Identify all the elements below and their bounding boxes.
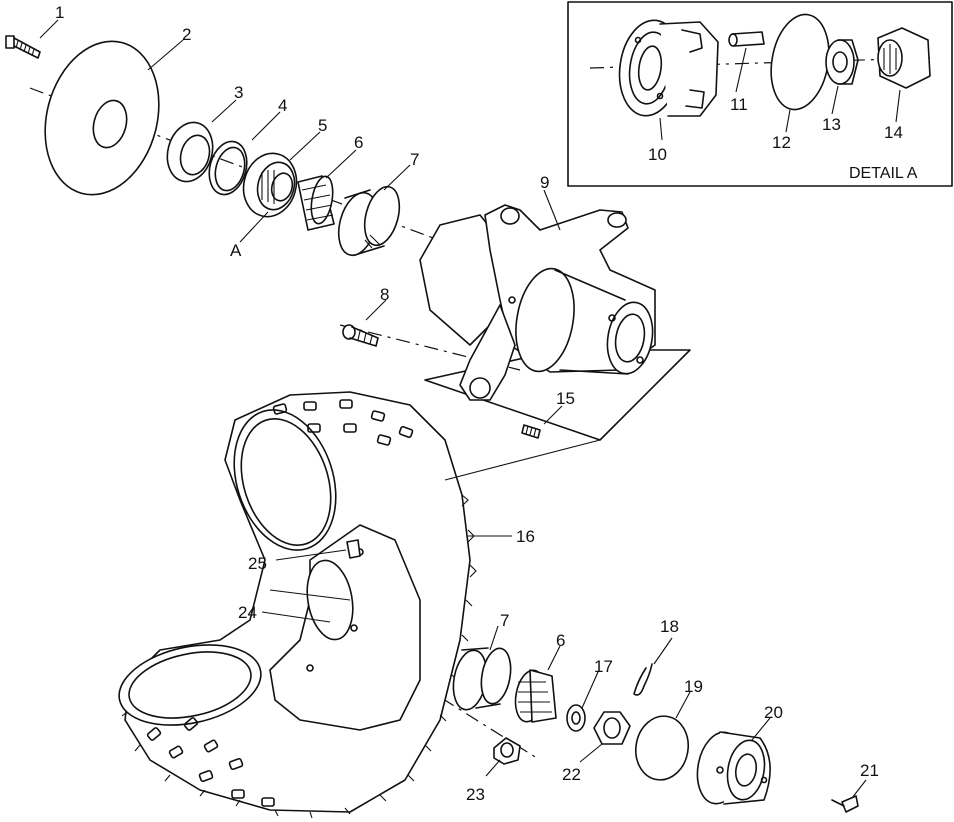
label-part-6-lower: 6: [556, 631, 565, 650]
part-15-grease-fitting: [521, 424, 541, 439]
part-25-valve-stem: [346, 539, 361, 559]
label-part-2: 2: [182, 25, 191, 44]
label-part-23: 23: [466, 785, 485, 804]
label-part-3: 3: [234, 83, 243, 102]
part-8-bolt: [342, 324, 379, 347]
label-part-18: 18: [660, 617, 679, 636]
label-part-17: 17: [594, 657, 613, 676]
part-16-tire: [118, 391, 477, 819]
label-part-16: 16: [516, 527, 535, 546]
label-part-4: 4: [278, 96, 287, 115]
part-labels: 1 2 3 4 5 6 7 A 9 8 15 16 25 24 7 6 17 1…: [55, 3, 903, 804]
label-part-21: 21: [860, 761, 879, 780]
part-6-lower-bearing: [514, 669, 557, 723]
part-11-pin: [728, 31, 765, 47]
part-22-castle-nut: [593, 711, 631, 745]
detail-a-title: DETAIL A: [849, 165, 918, 182]
part-3-seal: [166, 121, 214, 183]
label-part-22: 22: [562, 765, 581, 784]
part-12-dust-cap: [770, 13, 830, 111]
label-part-1: 1: [55, 3, 64, 22]
part-6-upper-bearing: [297, 175, 335, 231]
assembly-lines: [269, 439, 601, 601]
label-part-13: 13: [822, 115, 841, 134]
label-part-7-lower: 7: [500, 611, 509, 630]
detail-a-panel: DETAIL A: [567, 1, 953, 187]
leader-lines: [39, 19, 901, 799]
part-1-bolt: [5, 35, 41, 59]
part-7-lower-race: [452, 647, 512, 711]
part-21-screw: [831, 795, 859, 813]
part-2-brake-disc: [44, 40, 160, 196]
part-19-o-ring: [634, 715, 690, 781]
part-7-upper-race: [337, 185, 401, 257]
label-part-25: 25: [248, 554, 267, 573]
part-18-cotter-pin: [633, 663, 653, 696]
label-part-8: 8: [380, 285, 389, 304]
label-detail-a-ref: A: [230, 241, 242, 260]
part-20-hub-cap: [696, 731, 771, 805]
label-part-20: 20: [764, 703, 783, 722]
part-17-washer: [566, 704, 586, 732]
label-part-11: 11: [730, 95, 748, 114]
part-10-hub: [618, 19, 719, 117]
label-part-14: 14: [884, 123, 903, 142]
part-13-washer: [825, 39, 859, 85]
label-part-10: 10: [648, 145, 667, 164]
label-part-7-upper: 7: [410, 150, 419, 169]
label-part-6-upper: 6: [354, 133, 363, 152]
label-part-12: 12: [772, 133, 791, 152]
part-5-hub-assembly-a: [242, 152, 298, 218]
label-part-19: 19: [684, 677, 703, 696]
label-part-15: 15: [556, 389, 575, 408]
part-23-lug-nut: [493, 737, 521, 765]
label-part-24: 24: [238, 603, 257, 622]
label-part-9: 9: [540, 173, 549, 192]
part-4-snap-ring: [208, 140, 248, 196]
label-part-5: 5: [318, 116, 327, 135]
part-9-spindle-knuckle: [419, 204, 691, 441]
part-14-nut: [877, 27, 931, 89]
